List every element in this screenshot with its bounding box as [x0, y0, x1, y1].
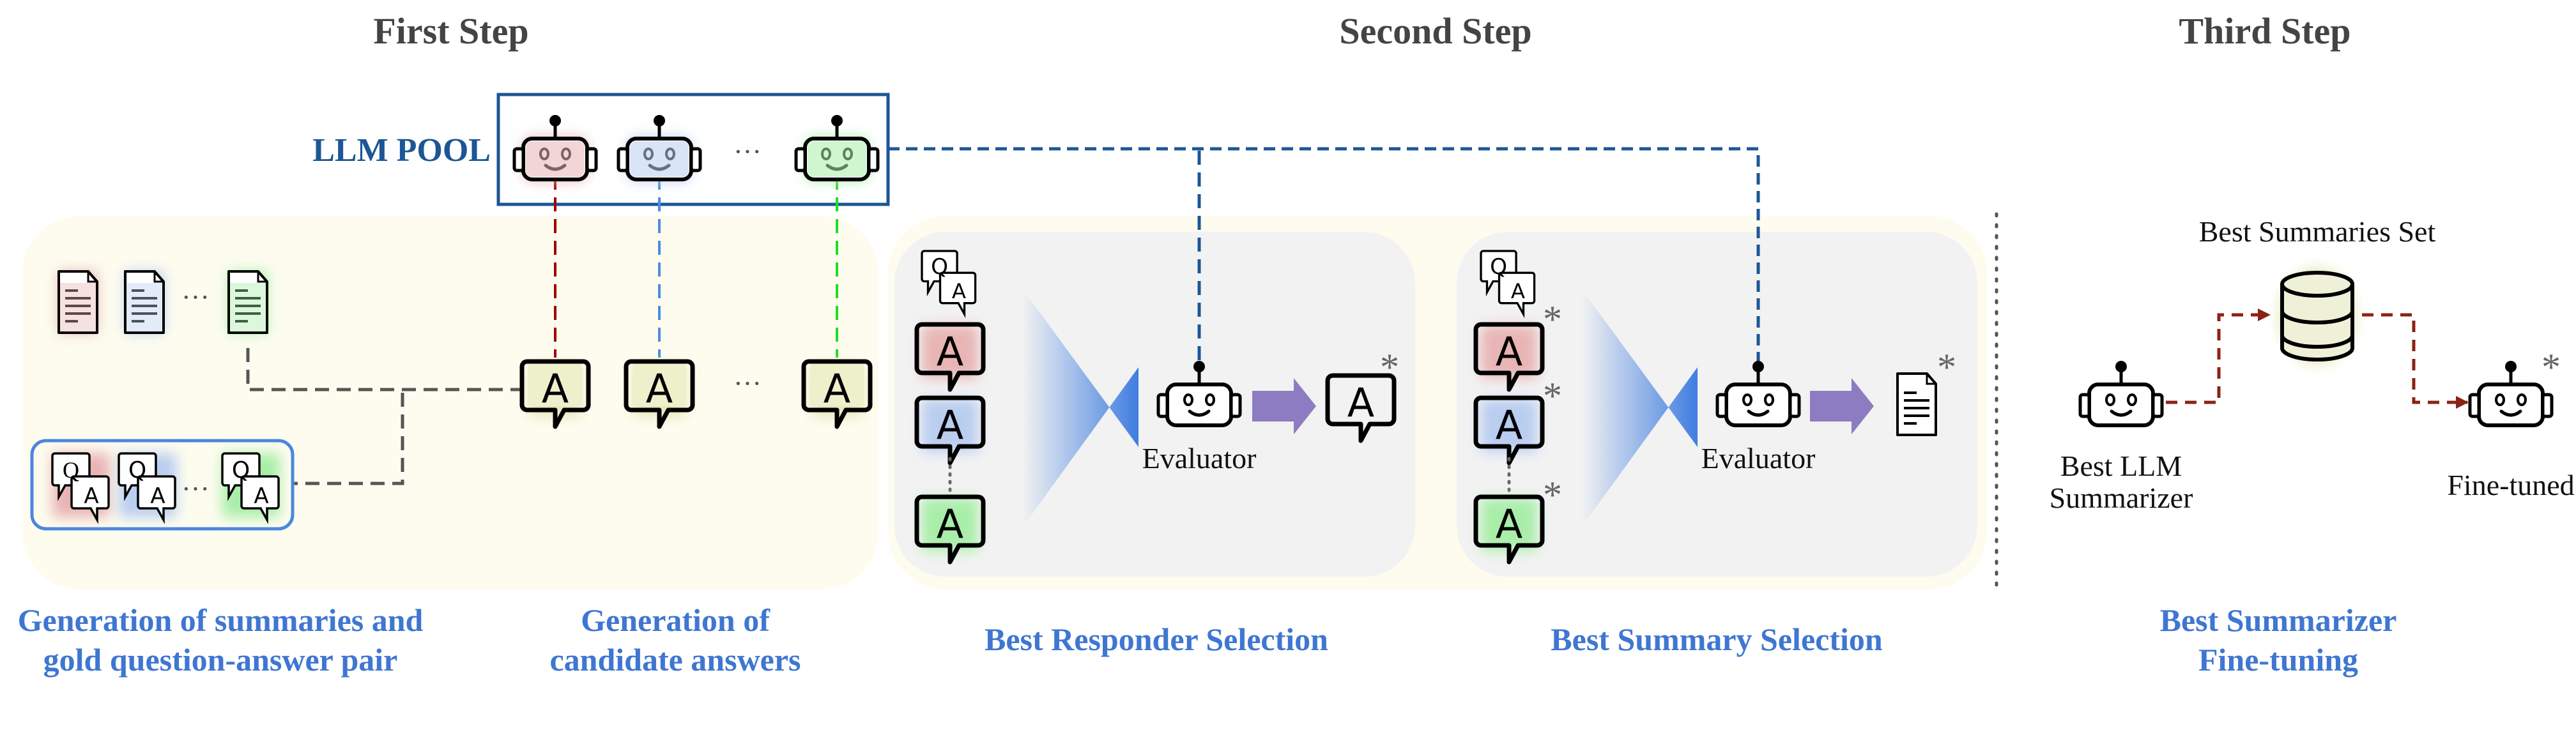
third-step-title: Third Step: [2179, 10, 2350, 52]
documents-to-answers-line: [246, 348, 521, 391]
best-summaries-set-label: Best Summaries Set: [2199, 215, 2436, 248]
stage-label-summaries-line2: gold question-answer pair: [43, 642, 398, 678]
a-letter: A: [254, 483, 268, 509]
llm-pool-ellipsis: ···: [733, 136, 762, 167]
responder-answer-green: A: [917, 497, 983, 562]
input-asterisk: *: [1543, 298, 1562, 340]
a-letter: A: [952, 279, 966, 303]
answer-letter: A: [1496, 328, 1522, 375]
answer-letter: A: [1347, 379, 1374, 426]
fine-tuned-asterisk: *: [2542, 346, 2561, 388]
q-letter: Q: [232, 457, 250, 483]
summary-answer-red: A: [1476, 324, 1542, 390]
qa-ellipsis: ···: [181, 473, 210, 505]
responder-answer-blue: A: [917, 398, 983, 463]
responder-funnel: [1022, 289, 1138, 528]
llm-pool-label: LLM POOL: [312, 132, 491, 169]
document-blue: [124, 270, 165, 334]
qa-pair-red: Q A: [51, 452, 110, 521]
answers-ellipsis: ···: [733, 368, 762, 399]
best-summary-asterisk: *: [1937, 346, 1956, 388]
candidate-answer-n: A: [804, 361, 870, 427]
summarizer-to-dataset-arrow: [2166, 308, 2271, 404]
q-letter: Q: [931, 254, 948, 280]
qa-pair-blue: Q A: [118, 452, 176, 521]
stage-label-summaries-line1: Generation of summaries and: [18, 602, 424, 638]
qa-pair-green: Q A: [221, 452, 280, 521]
stage-label-finetuning-line1: Best Summarizer: [2160, 602, 2397, 638]
robot-icon: [2470, 361, 2552, 425]
documents-ellipsis: ···: [181, 282, 210, 313]
best-answer-asterisk: *: [1380, 346, 1399, 388]
best-llm-summarizer-label-line2: Summarizer: [2050, 482, 2193, 514]
first-step-title: First Step: [373, 10, 528, 52]
responder-answer-red: A: [917, 324, 983, 390]
stage-label-summary: Best Summary Selection: [1551, 621, 1883, 657]
best-summary-document-icon: [1896, 372, 1937, 436]
responder-qa-icon: Q A: [921, 250, 977, 315]
stage-label-responder: Best Responder Selection: [985, 621, 1328, 657]
q-letter: Q: [1490, 254, 1507, 280]
answer-letter: A: [646, 365, 673, 412]
q-letter: Q: [63, 457, 79, 483]
answer-letter: A: [1496, 501, 1522, 547]
best-llm-summarizer-robot: [2080, 361, 2162, 425]
fine-tuned-label: Fine-tuned: [2447, 469, 2574, 501]
llm-pool-robot-red: [514, 115, 596, 181]
document-red: [57, 270, 98, 334]
best-answer-icon: A: [1328, 376, 1394, 441]
answer-letter: A: [937, 328, 963, 375]
stage-label-candidates-line1: Generation of: [581, 602, 770, 638]
summary-qa-icon: Q A: [1480, 250, 1536, 315]
a-letter: A: [84, 483, 98, 509]
robot-icon: [2080, 361, 2162, 425]
answer-letter: A: [937, 501, 963, 547]
q-letter: Q: [128, 457, 146, 483]
qa-to-answers-line: [288, 393, 404, 485]
stage-label-finetuning-line2: Fine-tuning: [2198, 642, 2358, 678]
input-asterisk: *: [1543, 474, 1562, 516]
answer-letter: A: [824, 365, 850, 412]
llm-pool-robot-blue: [618, 115, 700, 181]
answer-letter: A: [542, 365, 569, 412]
a-letter: A: [150, 483, 165, 509]
fine-tuned-robot: [2470, 361, 2552, 425]
candidate-answer-2: A: [626, 361, 693, 427]
document-green: [227, 270, 268, 334]
answer-letter: A: [1496, 402, 1522, 448]
a-letter: A: [1511, 279, 1525, 303]
candidate-answer-1: A: [522, 361, 588, 427]
best-llm-summarizer-label-line1: Best LLM: [2060, 450, 2182, 482]
second-step-title: Second Step: [1339, 10, 1531, 52]
summary-answer-blue: A: [1476, 398, 1542, 463]
summary-answer-green: A: [1476, 497, 1542, 562]
input-asterisk: *: [1543, 375, 1562, 417]
best-summaries-database-icon: [2279, 268, 2356, 364]
pool-to-summary-evaluator-line: [888, 147, 1760, 364]
responder-evaluator-label: Evaluator: [1142, 442, 1257, 474]
stage-label-candidates-line2: candidate answers: [549, 642, 801, 678]
llm-pool-robot-green: [796, 115, 878, 181]
responder-output-arrow: [1252, 378, 1316, 434]
dataset-to-finetuned-arrow: [2362, 313, 2469, 409]
summary-evaluator-label: Evaluator: [1701, 442, 1816, 474]
summary-funnel: [1581, 289, 1698, 528]
answer-letter: A: [937, 402, 963, 448]
summary-output-arrow: [1810, 378, 1874, 434]
